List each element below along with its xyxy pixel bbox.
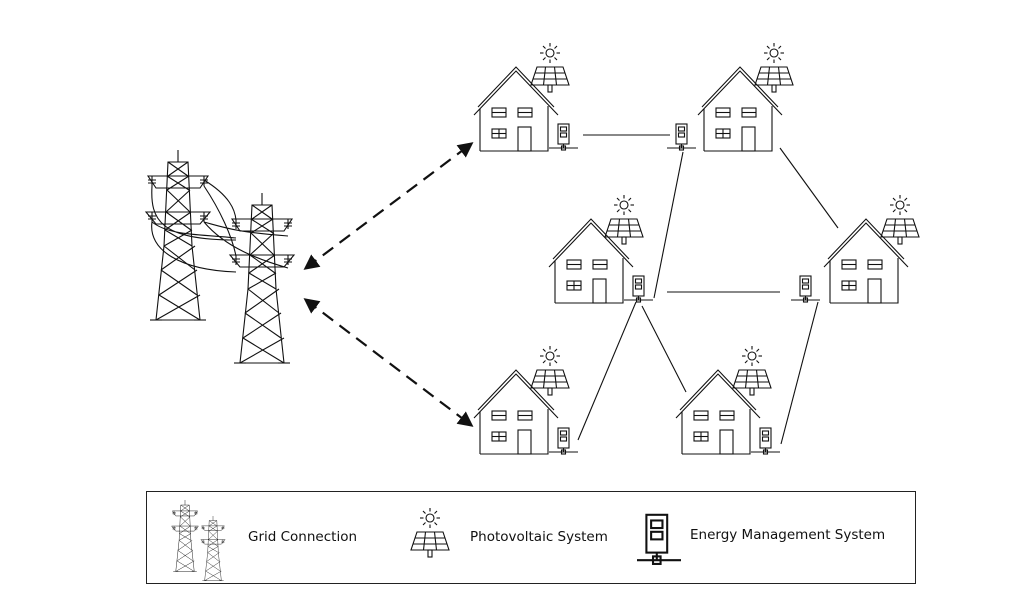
transmission-tower-icon [229,192,295,364]
solar-panel-icon [732,345,772,396]
energy-management-unit-icon [548,427,579,455]
house-icon [823,218,909,304]
solar-panel-icon [530,345,570,396]
energy-management-unit-icon [548,123,579,151]
legend-ems-label: Energy Management System [690,527,886,543]
energy-management-unit-icon [637,513,681,565]
house-icon [548,218,634,304]
legend-grid-label: Grid Connection [248,529,358,545]
house-6 [675,345,781,455]
solar-panel-icon [410,507,450,558]
legend: Grid Connection Photovoltaic System Ener… [146,491,916,584]
solar-panel-icon [754,42,794,93]
house-icon [473,369,559,455]
house-icon [473,66,559,152]
energy-management-unit-icon [666,123,697,151]
legend-pv-label: Photovoltaic System [470,529,608,545]
energy-management-unit-icon [623,275,654,303]
grid-connection-towers [145,149,295,364]
house-3 [548,194,654,304]
grid-arrow-upper [303,142,474,270]
house-4 [790,194,920,304]
transmission-tower-icon [171,499,226,581]
grid-exchange-arrows [303,142,474,427]
house-5 [473,345,579,455]
solar-panel-icon [530,42,570,93]
grid-arrow-lower [303,298,474,427]
house-1 [473,42,579,152]
house-icon [697,66,783,152]
house-icon [675,369,761,455]
energy-management-unit-icon [750,427,781,455]
house-2 [666,42,794,152]
ems-network-lines [577,134,839,445]
solar-panel-icon [604,194,644,245]
solar-panel-icon [880,194,920,245]
energy-management-unit-icon [790,275,821,303]
